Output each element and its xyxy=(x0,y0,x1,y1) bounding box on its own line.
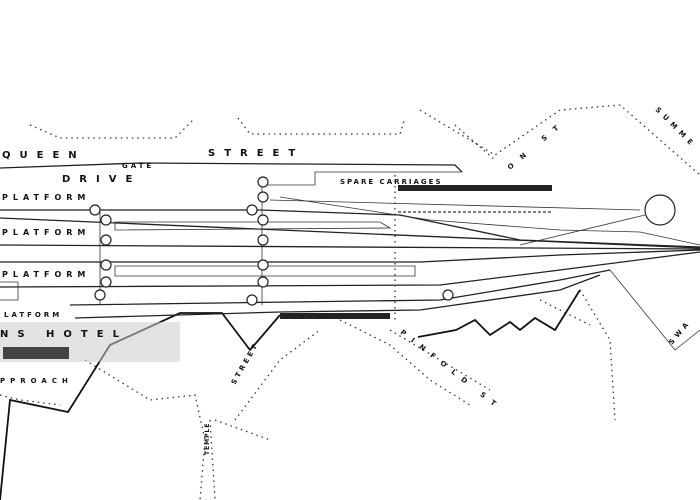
turntables xyxy=(89,176,676,306)
approach-label: PPROACH xyxy=(0,377,73,385)
queen-street-label: QUEEN xyxy=(2,150,86,161)
large-turntable xyxy=(644,194,676,226)
pinfold-street-label: PINFOLD ST xyxy=(399,328,504,412)
drive-label: DRIVE xyxy=(62,174,141,185)
platform-label-3: PLATFORM xyxy=(2,270,90,279)
street-label: STREET xyxy=(208,148,304,159)
swa-street-label: SWA xyxy=(667,318,692,346)
platform-label-2: PLATFORM xyxy=(2,228,90,237)
street-sw-label: STREET xyxy=(230,341,261,386)
carriage-shed-bar xyxy=(398,185,552,191)
platform-label-4: LATFORM xyxy=(4,311,62,319)
hotel-label: NS HOTEL xyxy=(0,329,128,340)
temple-label: TEMPLE xyxy=(204,423,211,455)
summer-street-label: SUMME xyxy=(654,106,698,150)
spare-carriages-label: SPARE CARRIAGES xyxy=(340,178,442,186)
gate-label: GATE xyxy=(122,162,154,170)
hotel-hatched-block xyxy=(3,347,69,359)
drive-boundary xyxy=(0,162,463,173)
platform-label-1: PLATFORM xyxy=(2,193,90,202)
platform-wall-bar xyxy=(280,313,390,319)
tracks xyxy=(0,175,700,320)
